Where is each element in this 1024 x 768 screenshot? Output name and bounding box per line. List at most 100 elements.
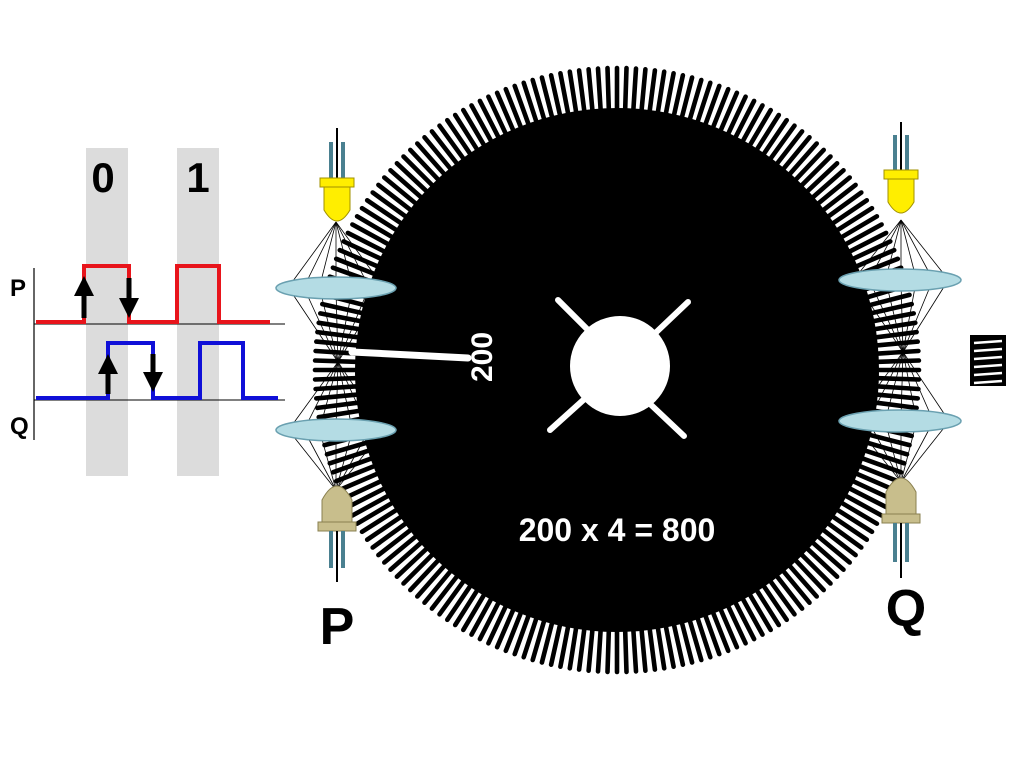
disk-slot — [539, 617, 556, 665]
disk-slot — [354, 498, 398, 527]
disk-slot — [772, 129, 805, 169]
disk-slot — [702, 610, 722, 657]
disk-slot — [429, 571, 462, 611]
disk-slot — [364, 198, 406, 228]
disk-slot — [731, 597, 757, 642]
disk-slot — [477, 98, 503, 143]
disk-slot — [494, 604, 517, 650]
disk-slot — [808, 168, 846, 202]
hub-hole — [570, 316, 670, 416]
disk-slot — [871, 339, 921, 349]
disk-slot — [354, 214, 398, 241]
disk-slot — [595, 625, 604, 674]
disk-slot — [381, 175, 421, 208]
disk-slot — [759, 581, 790, 623]
disk-slot — [823, 190, 864, 221]
disk-slot — [630, 66, 639, 115]
disk-slot — [558, 621, 572, 670]
disk-slot — [860, 447, 907, 466]
disk-slot — [407, 147, 443, 185]
disk-slot — [370, 519, 411, 550]
disk-slot — [477, 597, 503, 642]
disk-slot — [797, 154, 833, 190]
disk-slot — [370, 190, 411, 221]
disk-slot — [848, 239, 893, 263]
disk-slot — [836, 498, 880, 527]
disk-slot — [437, 576, 468, 617]
sensor-q-label: Q — [886, 580, 926, 638]
disk-slot — [345, 484, 390, 510]
disk-slot — [521, 613, 540, 660]
lens-q-lower — [838, 409, 962, 433]
disk-slot — [359, 205, 402, 235]
disk-slot — [662, 621, 676, 670]
timing-diagram: 0 1 P Q — [10, 148, 285, 476]
disk-slot — [460, 107, 489, 151]
disk-slot — [662, 71, 676, 119]
disk-slot — [521, 80, 540, 127]
disk-slot — [316, 320, 365, 332]
disk-slot — [779, 135, 812, 174]
disk-slot — [388, 538, 426, 573]
disk-slot — [785, 141, 820, 179]
disk-slot — [791, 555, 827, 593]
lens-p-lower — [275, 418, 397, 442]
channel-q-label: Q — [10, 413, 29, 440]
disk-slot — [759, 117, 790, 159]
disk-slot — [766, 576, 797, 617]
disk-slot — [548, 73, 564, 121]
disk-slot — [414, 561, 449, 599]
disk-slot — [828, 198, 870, 228]
disk-slot — [851, 470, 897, 493]
disk-slot — [401, 550, 437, 586]
light-rays-q — [854, 219, 948, 483]
disk-slot — [452, 112, 482, 155]
disk-slot — [686, 77, 704, 125]
disk-slot — [539, 75, 556, 123]
disk-slot — [752, 112, 782, 155]
disk-slot — [324, 439, 372, 457]
disk-slot — [530, 77, 548, 125]
disk-slot — [317, 311, 366, 325]
disk-slot — [868, 311, 917, 325]
disk-slot — [460, 589, 489, 633]
disk-slot — [836, 214, 880, 241]
disk-slot — [530, 615, 548, 663]
disk-slot — [452, 585, 482, 628]
p-waveform — [36, 264, 270, 324]
disk-slot — [316, 408, 365, 420]
disk-slot — [315, 399, 364, 411]
disk-slot — [359, 505, 402, 535]
disk-slot — [548, 619, 564, 668]
disk-slot — [709, 607, 731, 654]
disk-slot — [558, 71, 572, 119]
sensor-p: P — [275, 128, 397, 656]
disk-slot — [785, 561, 820, 599]
disk-slot — [670, 73, 686, 121]
disk-slot — [586, 624, 596, 674]
up-arrow-icon — [74, 276, 94, 318]
disk-slot — [694, 613, 713, 660]
disk-slot — [341, 477, 386, 501]
disk-slot — [851, 247, 897, 270]
disk-slot — [429, 129, 462, 169]
channel-p-label: P — [10, 275, 26, 302]
disk-slot — [745, 589, 774, 633]
disk-slot — [686, 615, 704, 663]
disk-slot — [407, 555, 443, 593]
disk-slot — [709, 86, 731, 133]
disk-slot — [437, 123, 468, 164]
disk-slot — [576, 68, 588, 117]
disk-slot — [840, 491, 884, 518]
disk-slot — [337, 470, 383, 493]
disk-slot — [605, 625, 612, 675]
disk-slot — [512, 83, 532, 130]
lens-q-upper — [838, 268, 962, 292]
disk-marking: 200 — [466, 332, 499, 382]
disk-slot — [444, 117, 475, 159]
up-arrow-icon — [98, 354, 118, 394]
disk-slot — [494, 90, 517, 136]
disk-slot — [818, 182, 858, 215]
disk-slot — [469, 103, 496, 147]
